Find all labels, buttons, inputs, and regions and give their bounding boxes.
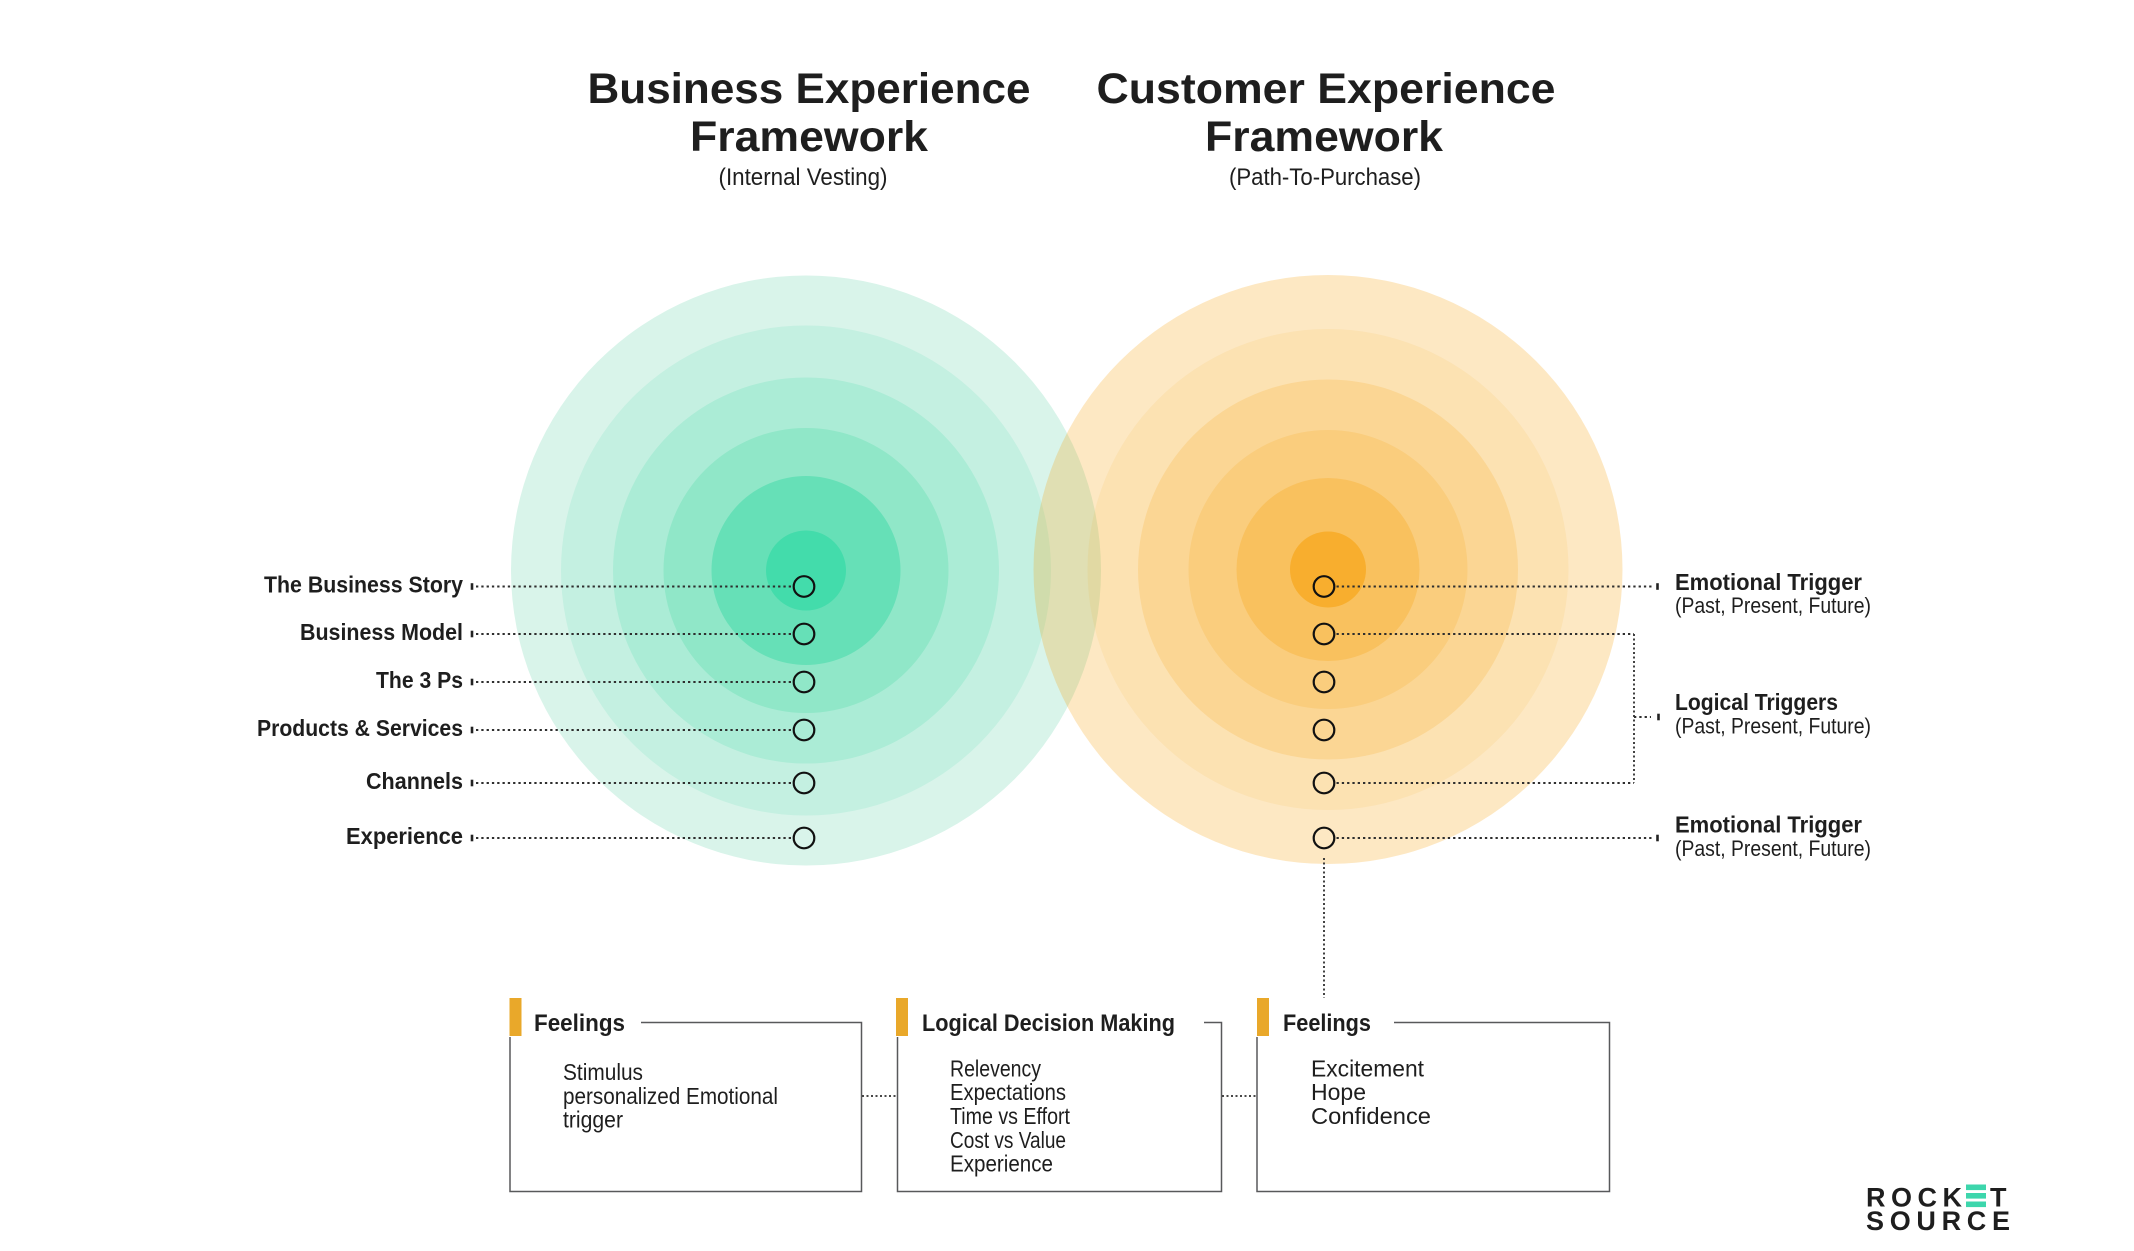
svg-text:(Past, Present, Future): (Past, Present, Future): [1675, 714, 1871, 739]
svg-text:(Path-To-Purchase): (Path-To-Purchase): [1229, 164, 1421, 191]
svg-text:Hope: Hope: [1311, 1079, 1366, 1105]
svg-text:(Past, Present, Future): (Past, Present, Future): [1675, 836, 1871, 861]
svg-text:Experience: Experience: [346, 823, 463, 849]
svg-text:Time vs Effort: Time vs Effort: [950, 1103, 1071, 1129]
svg-text:(Internal Vesting): (Internal Vesting): [719, 164, 888, 191]
svg-text:Logical Triggers: Logical Triggers: [1675, 689, 1838, 715]
svg-text:Relevency: Relevency: [950, 1055, 1041, 1081]
svg-text:The 3 Ps: The 3 Ps: [376, 667, 463, 693]
svg-text:Confidence: Confidence: [1311, 1103, 1431, 1129]
svg-text:Logical Decision Making: Logical Decision Making: [922, 1010, 1175, 1037]
svg-text:Feelings: Feelings: [534, 1010, 625, 1037]
svg-text:(Past, Present, Future): (Past, Present, Future): [1675, 593, 1871, 618]
svg-text:Framework: Framework: [1205, 113, 1443, 161]
svg-text:Feelings: Feelings: [1283, 1010, 1371, 1037]
svg-text:Business Experience: Business Experience: [588, 65, 1031, 113]
svg-text:Emotional Trigger: Emotional Trigger: [1675, 812, 1862, 838]
svg-text:The Business Story: The Business Story: [264, 572, 463, 598]
svg-text:Stimulus: Stimulus: [563, 1059, 643, 1085]
svg-text:personalized Emotional: personalized Emotional: [563, 1083, 778, 1109]
svg-text:Emotional Trigger: Emotional Trigger: [1675, 569, 1862, 595]
svg-text:Framework: Framework: [690, 113, 928, 161]
svg-text:Business Model: Business Model: [300, 619, 463, 645]
svg-text:Cost vs Value: Cost vs Value: [950, 1127, 1066, 1153]
svg-text:T: T: [1990, 1183, 2007, 1213]
svg-text:Channels: Channels: [366, 768, 463, 794]
svg-text:trigger: trigger: [563, 1107, 623, 1133]
svg-text:SOURCE: SOURCE: [1866, 1206, 2010, 1236]
svg-text:Products & Services: Products & Services: [257, 715, 463, 741]
svg-text:Expectations: Expectations: [950, 1079, 1066, 1105]
svg-text:Excitement: Excitement: [1311, 1055, 1425, 1081]
svg-text:Customer Experience: Customer Experience: [1097, 65, 1556, 113]
svg-text:Experience: Experience: [950, 1151, 1053, 1177]
